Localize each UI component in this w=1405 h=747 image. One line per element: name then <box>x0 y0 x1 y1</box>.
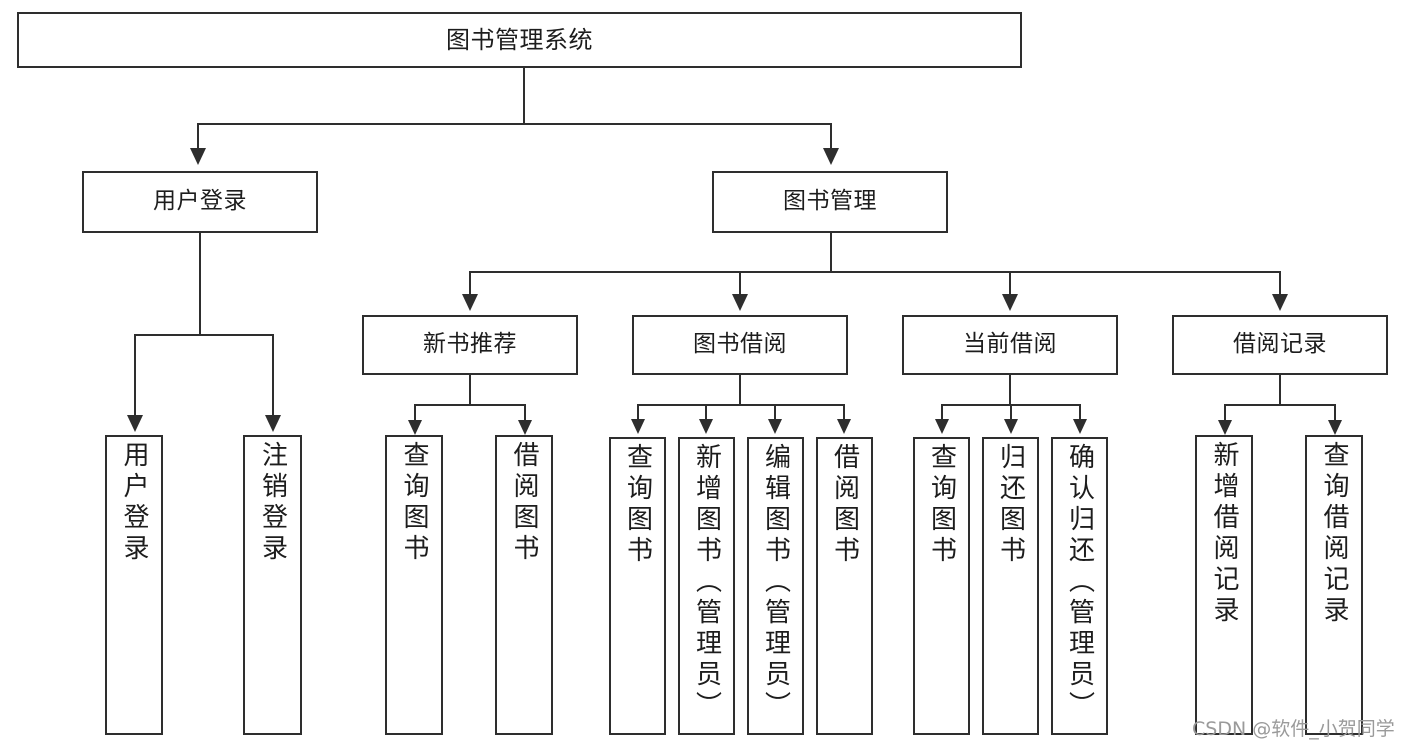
connector-to-borrow-record <box>1279 271 1281 295</box>
leaf-book-borrow-edit-book-admin[interactable]: 编辑图书（管理员） <box>747 437 804 735</box>
connector-user-login-leaf-2 <box>272 334 274 416</box>
connector-current-borrow-leaf-3 <box>1079 404 1081 419</box>
connector-book-borrow-stem <box>739 375 741 405</box>
connector-book-borrow-bus <box>637 404 843 406</box>
arrowhead-to-user-login <box>190 148 206 165</box>
node-label: 借阅图书 <box>829 443 860 567</box>
leaf-user-login-logout[interactable]: 注销登录 <box>243 435 302 735</box>
connector-borrow-record-stem <box>1279 375 1281 405</box>
connector-borrow-record-bus <box>1224 404 1334 406</box>
connector-new-book-leaf-2 <box>524 404 526 421</box>
node-label: 借阅记录 <box>1233 331 1327 358</box>
node-label: 图书管理系统 <box>446 25 593 54</box>
node-label: 查询图书 <box>399 441 429 565</box>
watermark-text: CSDN @软件_小贺同学 <box>1192 718 1395 740</box>
connector-user-login-stem <box>199 233 201 335</box>
connector-new-book-stem <box>469 375 471 405</box>
node-label: 图书借阅 <box>693 331 787 358</box>
arrowhead-new-book-leaf-2 <box>518 420 532 435</box>
node-root-system[interactable]: 图书管理系统 <box>17 12 1022 68</box>
arrowhead-current-borrow-leaf-2 <box>1004 419 1018 434</box>
node-new-book-recommend[interactable]: 新书推荐 <box>362 315 578 375</box>
leaf-user-login-login[interactable]: 用户登录 <box>105 435 163 735</box>
arrowhead-borrow-record-leaf-2 <box>1328 420 1342 435</box>
connector-current-borrow-leaf-1 <box>941 404 943 419</box>
connector-book-borrow-leaf-2 <box>705 404 707 419</box>
connector-root-bus <box>197 123 831 125</box>
node-label: 归还图书 <box>995 443 1026 567</box>
leaf-book-borrow-add-book-admin[interactable]: 新增图书（管理员） <box>678 437 735 735</box>
arrowhead-to-new-book <box>462 294 478 311</box>
connector-user-login-leaf-1 <box>134 334 136 416</box>
leaf-current-borrow-confirm-return-admin[interactable]: 确认归还（管理员） <box>1051 437 1108 735</box>
arrowhead-to-current-borrow <box>1002 294 1018 311</box>
arrowhead-user-login-leaf-1 <box>127 415 143 432</box>
node-label: 确认归还（管理员） <box>1064 443 1095 722</box>
connector-current-borrow-leaf-2 <box>1010 404 1012 419</box>
node-label: 用户登录 <box>153 188 247 215</box>
connector-root-stem <box>523 68 525 124</box>
arrowhead-new-book-leaf-1 <box>408 420 422 435</box>
node-book-borrow[interactable]: 图书借阅 <box>632 315 848 375</box>
connector-to-current-borrow <box>1009 271 1011 295</box>
leaf-borrow-record-add-record[interactable]: 新增借阅记录 <box>1195 435 1253 735</box>
node-user-login[interactable]: 用户登录 <box>82 171 318 233</box>
connector-to-new-book <box>469 271 471 295</box>
node-label: 借阅图书 <box>509 441 539 565</box>
connector-root-to-book-manage <box>830 123 832 149</box>
connector-book-borrow-leaf-1 <box>637 404 639 419</box>
arrowhead-to-borrow-record <box>1272 294 1288 311</box>
node-borrow-record[interactable]: 借阅记录 <box>1172 315 1388 375</box>
node-label: 新增借阅记录 <box>1209 441 1239 627</box>
arrowhead-book-borrow-leaf-4 <box>837 419 851 434</box>
node-label: 查询图书 <box>926 443 957 567</box>
connector-current-borrow-stem <box>1009 375 1011 405</box>
node-label: 图书管理 <box>783 188 877 215</box>
arrowhead-to-book-borrow <box>732 294 748 311</box>
leaf-book-borrow-borrow-book[interactable]: 借阅图书 <box>816 437 873 735</box>
connector-book-borrow-leaf-4 <box>843 404 845 419</box>
leaf-borrow-record-query-record[interactable]: 查询借阅记录 <box>1305 435 1363 735</box>
arrowhead-book-borrow-leaf-1 <box>631 419 645 434</box>
node-label: 新增图书（管理员） <box>691 443 722 722</box>
arrowhead-to-book-manage <box>823 148 839 165</box>
arrowhead-book-borrow-leaf-3 <box>768 419 782 434</box>
arrowhead-current-borrow-leaf-3 <box>1073 419 1087 434</box>
leaf-book-borrow-query-book[interactable]: 查询图书 <box>609 437 666 735</box>
node-label: 注销登录 <box>257 441 288 565</box>
connector-book-manage-stem <box>830 233 832 272</box>
leaf-current-borrow-return-book[interactable]: 归还图书 <box>982 437 1039 735</box>
arrowhead-current-borrow-leaf-1 <box>935 419 949 434</box>
node-label: 查询借阅记录 <box>1319 441 1349 627</box>
connector-book-manage-bus <box>469 271 1280 273</box>
node-label: 当前借阅 <box>963 331 1057 358</box>
connector-book-borrow-leaf-3 <box>774 404 776 419</box>
node-label: 新书推荐 <box>423 331 517 358</box>
connector-new-book-leaf-1 <box>414 404 416 421</box>
node-current-borrow[interactable]: 当前借阅 <box>902 315 1118 375</box>
connector-new-book-bus <box>414 404 524 406</box>
connector-to-book-borrow <box>739 271 741 295</box>
connector-root-to-user-login <box>197 123 199 149</box>
arrowhead-user-login-leaf-2 <box>265 415 281 432</box>
leaf-new-book-borrow-book[interactable]: 借阅图书 <box>495 435 553 735</box>
leaf-new-book-query-book[interactable]: 查询图书 <box>385 435 443 735</box>
arrowhead-book-borrow-leaf-2 <box>699 419 713 434</box>
node-label: 用户登录 <box>119 441 149 565</box>
connector-borrow-record-leaf-2 <box>1334 404 1336 421</box>
node-book-management[interactable]: 图书管理 <box>712 171 948 233</box>
leaf-current-borrow-query-book[interactable]: 查询图书 <box>913 437 970 735</box>
connector-user-login-bus <box>134 334 272 336</box>
connector-borrow-record-leaf-1 <box>1224 404 1226 421</box>
node-label: 编辑图书（管理员） <box>760 443 791 722</box>
arrowhead-borrow-record-leaf-1 <box>1218 420 1232 435</box>
node-label: 查询图书 <box>622 443 653 567</box>
